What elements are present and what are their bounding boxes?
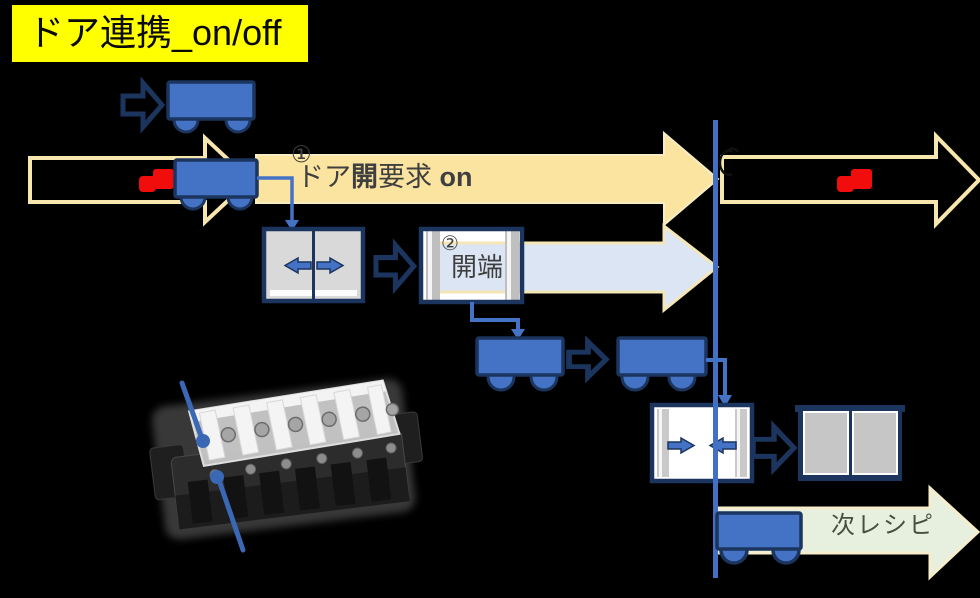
sliding-door-closing-icon xyxy=(649,402,755,484)
step2-label: 開端 xyxy=(451,252,504,282)
pointer-line-top xyxy=(179,380,210,448)
cart-icon-4 xyxy=(616,336,708,392)
step1-label: ドア開要求 on xyxy=(297,164,473,191)
step2-number-badge: ② xyxy=(441,233,459,255)
next-recipe-label: 次レシピ xyxy=(831,512,935,539)
chevron-right-icon xyxy=(376,245,414,288)
light-blue-arrow-step2 xyxy=(427,222,720,314)
step1-seg1: ドア xyxy=(297,162,351,192)
scribble-circle-icon xyxy=(718,147,740,176)
hollow-yellow-arrow-right xyxy=(720,131,980,229)
timeline-divider xyxy=(713,120,718,578)
cart-icon-3 xyxy=(475,336,565,392)
step1-number-badge: ① xyxy=(291,141,312,167)
sliding-door-closed-icon xyxy=(795,405,905,481)
connector-cart-to-door1 xyxy=(257,176,299,231)
step1-seg2: 開 xyxy=(351,162,378,192)
yellow-arrow-step1 xyxy=(255,130,720,228)
sliding-door-opening-icon xyxy=(261,226,366,304)
cart-icon-top xyxy=(166,80,256,134)
terminal-block-photo xyxy=(149,378,423,553)
chevron-right-icon xyxy=(753,427,794,469)
green-arrow-next-recipe xyxy=(715,484,980,581)
step1-seg3: 要求 xyxy=(378,162,440,192)
page-title: ドア連携_on/off xyxy=(12,5,308,62)
red-cart-marker-left xyxy=(139,169,174,192)
chevron-right-icon xyxy=(569,342,606,377)
step1-seg4: on xyxy=(439,162,473,192)
connector-cart-to-door3 xyxy=(706,358,732,407)
connector-door2-to-cart xyxy=(470,302,525,340)
red-cart-marker-right xyxy=(837,169,872,192)
chevron-right-icon xyxy=(123,83,162,127)
cart-icon-next-recipe xyxy=(715,511,803,565)
cart-icon-main xyxy=(173,158,259,211)
pointer-line-bottom xyxy=(210,470,246,553)
